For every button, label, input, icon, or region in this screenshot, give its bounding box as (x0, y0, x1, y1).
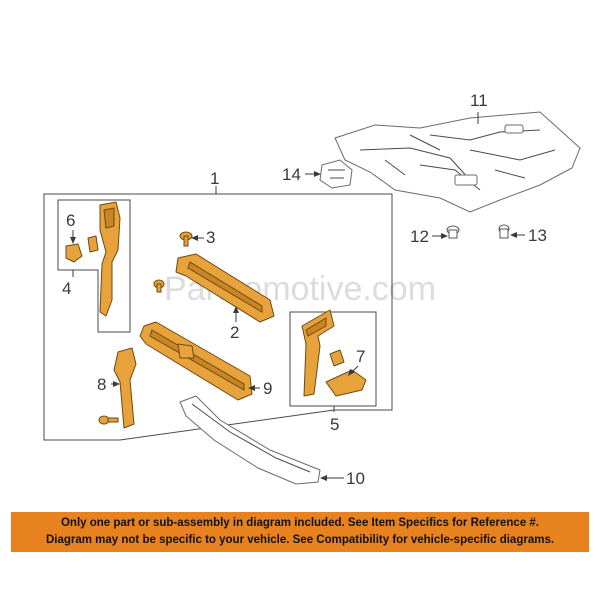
apron-reinforcement-part-5 (301, 309, 335, 397)
callout-13: 13 (528, 226, 547, 245)
bolt-part-3 (179, 231, 193, 247)
callout-1: 1 (210, 169, 219, 188)
callout-6: 6 (66, 211, 75, 230)
subassembly-frame-part-5 (289, 311, 377, 407)
disclaimer-line-2: Diagram may not be specific to your vehi… (45, 534, 555, 546)
clip-part-13 (498, 224, 510, 239)
engine-under-cover-part-11 (334, 111, 581, 213)
bracket-small-part-5a (329, 349, 345, 367)
side-support-part-8 (113, 347, 137, 429)
callout-11: 11 (470, 91, 488, 110)
callout-5: 5 (330, 415, 339, 434)
callout-9: 9 (263, 379, 272, 398)
bolt-lower (98, 415, 119, 425)
subassembly-frame-part-4 (57, 199, 131, 333)
lower-radiator-support-part-9 (139, 321, 253, 401)
callout-3: 3 (206, 228, 215, 247)
bolt-small (153, 279, 165, 293)
assembly-frame-part-1 (43, 193, 393, 441)
disclaimer-banner: Only one part or sub-assembly in diagram… (11, 512, 589, 552)
bracket-small-part-4a (87, 235, 99, 253)
callout-8: 8 (97, 375, 106, 394)
callout-2: 2 (230, 323, 239, 342)
bracket-part-14 (319, 159, 353, 189)
bracket-part-7 (325, 369, 367, 397)
callout-10: 10 (346, 469, 365, 488)
callout-12: 12 (410, 227, 429, 246)
clip-part-12 (446, 225, 460, 239)
bracket-part-6 (65, 243, 83, 263)
callout-14: 14 (282, 165, 301, 184)
disclaimer-line-1: Only one part or sub-assembly in diagram… (60, 517, 540, 529)
callout-4: 4 (62, 279, 71, 298)
upper-radiator-support-part-2 (175, 253, 275, 323)
apron-reinforcement-part-4 (99, 201, 121, 317)
lower-deflector-part-10 (179, 395, 321, 485)
callout-7: 7 (356, 347, 365, 366)
